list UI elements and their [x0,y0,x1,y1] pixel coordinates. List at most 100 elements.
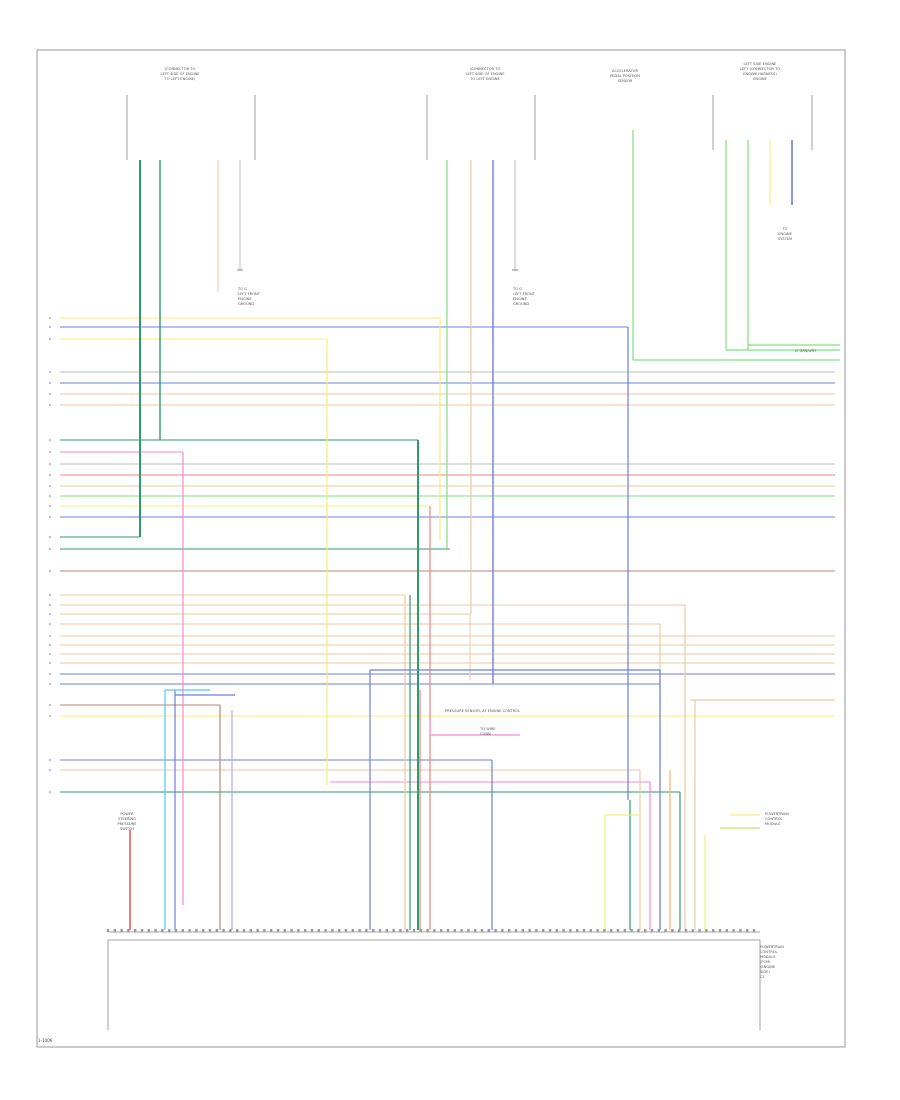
connector-pin [650,929,654,932]
pin-index-dot [49,653,51,655]
connector-pin [202,929,205,932]
right-note-label: POWERTRAIN [765,812,789,816]
pcm-module-label: MODULE [760,955,776,959]
connector-pin [324,929,327,932]
connector-pin [195,929,198,932]
connector-pin [433,929,436,932]
pin-index-dot [49,536,51,538]
connector-pin [528,929,531,932]
connector-pin [630,929,633,932]
connector-pin [304,929,307,932]
connector-pin [698,929,701,932]
connector-pin [378,929,382,932]
connector-pin [365,929,368,932]
connector-pin [127,929,130,932]
connector-pin [242,929,246,932]
figure-id: 1-1006 [38,1038,53,1043]
pin-index-dot [49,548,51,550]
top-connector-mid-label: TO LEFT ENGINE [469,77,500,81]
route-wire [370,669,661,684]
connector-pin [140,929,144,932]
ground-left-label: GROUND [238,302,254,306]
connector-pin [752,929,756,932]
ground-mid-label: TO G [512,287,522,291]
connector-pin [310,929,314,932]
pin-index-dot [49,404,51,406]
ground-mid-label: LEFT FRONT [513,292,536,296]
connector-pin [120,929,123,932]
connector-pin [705,929,708,932]
connector-pin [664,929,667,932]
pin-index-dot [49,393,51,395]
top-accel-pedal-label: PEDAL POSITION [610,74,640,78]
connector-pin [154,929,157,932]
connector-pin [270,929,273,932]
pin-index-dot [49,516,51,518]
connector-pin [739,929,742,932]
top-connector-left-label: (CONNECTOR TO [165,67,196,71]
power-steering-switch-label: STEERING [118,817,136,821]
top-connector-mid-label: (CONNECTOR TO [470,67,501,71]
center-sub-label: TO WIRE [479,727,496,731]
connector-pin [406,929,409,932]
connector-pin [725,929,728,932]
pin-index-dot [49,613,51,615]
connector-pin [569,929,572,932]
connector-pin [222,929,225,932]
connector-pin [344,929,348,932]
pin-index-dot [49,683,51,685]
wire-layer [60,95,840,930]
connector-pin [596,929,599,932]
connector-pin [712,929,715,932]
connector-pin [147,929,150,932]
connector-pin [297,929,300,932]
power-steering-switch-label: POWER [120,812,134,816]
connector-pin [440,929,443,932]
connector-pin [399,929,402,932]
connector-pin [453,929,456,932]
pin-index-dot [49,635,51,637]
connector-pin [426,929,429,932]
pin-index-dot [49,326,51,328]
diagram-frame [36,49,846,1048]
top-connector-mid-label: LEFT SIDE OF ENGINE [466,72,506,76]
connector-pin [338,929,341,932]
power-steering-switch-label: PRESSURE [118,822,138,826]
connector-pin [576,929,579,932]
connector-pin [317,929,320,932]
top-accel-pedal-label: ACCELERATOR [612,69,639,73]
connector-pin [474,929,477,932]
pin-index-dot [49,791,51,793]
connector-pin [276,929,280,932]
connector-pin [494,929,497,932]
ground-left-label: ENGINE [238,297,252,301]
connector-pin [562,929,565,932]
connector-pin [487,929,490,932]
pin-index-dot [49,594,51,596]
connector-pin [161,929,164,932]
pin-index-dot [49,759,51,761]
connector-pin [215,929,218,932]
pin-index-dot [49,715,51,717]
center-note: PRESSURE SENSOR, AT ENGINE CONTROL [445,709,520,713]
connector-pin [480,929,484,932]
top-connector-left-label: TO LEFT ENGINE) [164,77,197,81]
connector-pin [256,929,259,932]
connector-pin [358,929,361,932]
connector-pin [236,929,239,932]
ground-mid-label: GROUND [513,302,529,306]
pin-index-dot [49,338,51,340]
connector-pin [678,929,681,932]
connector-pin [684,929,688,932]
connector-pin [657,929,660,932]
connector-pin [385,929,388,932]
top-right-module-label: ENGINE HARNESS) [743,72,777,76]
connector-pin [589,929,592,932]
top-right-module-label: ENGINE [753,77,767,81]
pin-index-dot [49,485,51,487]
pcm-module-label: (ENGINE [760,965,776,969]
top-right-module-label: LEFT SIDE ENGINE [744,62,778,66]
pcm-module-label: CONTROL [760,950,778,954]
